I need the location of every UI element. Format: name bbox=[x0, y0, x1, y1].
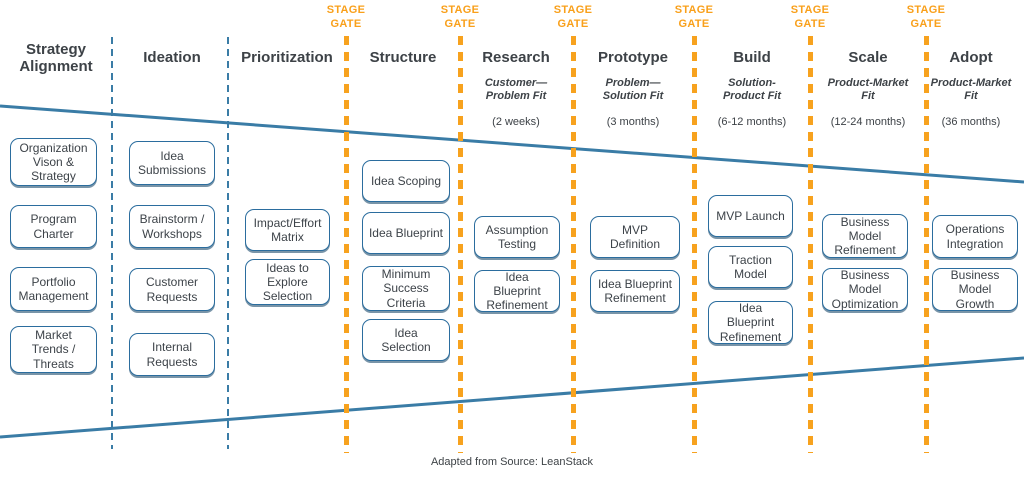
process-box: Organization Vison & Strategy bbox=[10, 138, 97, 186]
stage-gate-line bbox=[807, 36, 813, 453]
column-header-strategy-alignment: Strategy Alignment bbox=[0, 40, 112, 76]
column-duration: (12-24 months) bbox=[830, 116, 906, 128]
column-title: Scale bbox=[848, 49, 888, 67]
process-box: Assumption Testing bbox=[474, 216, 560, 258]
column-duration: (6-12 months) bbox=[717, 116, 787, 128]
process-box: Impact/Effort Matrix bbox=[245, 209, 330, 251]
column-title: Build bbox=[733, 49, 771, 67]
stage-gate-line bbox=[570, 36, 576, 453]
process-box: Idea Submissions bbox=[129, 141, 215, 185]
column-title: Prototype bbox=[597, 49, 668, 67]
process-box: Business Model Optimization bbox=[822, 268, 908, 311]
column-title: Prioritization bbox=[241, 49, 333, 67]
column-separator-line bbox=[227, 37, 229, 449]
stage-gate-line bbox=[457, 36, 463, 453]
process-box: MVP Launch bbox=[708, 195, 793, 237]
process-box: Operations Integration bbox=[932, 215, 1018, 258]
column-title: Strategy Alignment bbox=[19, 40, 93, 75]
process-box: MVP Definition bbox=[590, 216, 680, 258]
process-box: Ideas to Explore Selection bbox=[245, 259, 330, 305]
column-header-research: Research Customer—Problem Fit (2 weeks) bbox=[460, 40, 572, 128]
process-box: Idea Blueprint Refinement bbox=[590, 270, 680, 312]
stage-gate-line bbox=[343, 36, 349, 453]
column-header-prototype: Prototype Problem—Solution Fit (3 months… bbox=[577, 40, 689, 128]
process-box: Market Trends / Threats bbox=[10, 326, 97, 373]
column-title: Research bbox=[482, 49, 550, 67]
process-box: Customer Requests bbox=[129, 268, 215, 311]
process-box: Brainstorm / Workshops bbox=[129, 205, 215, 248]
column-subtitle: Customer—Problem Fit bbox=[484, 77, 548, 102]
process-box: Idea Selection bbox=[362, 319, 450, 361]
process-box: Idea Scoping bbox=[362, 160, 450, 202]
column-header-structure: Structure bbox=[347, 40, 459, 76]
process-box: Idea Blueprint bbox=[362, 212, 450, 254]
process-box: Program Charter bbox=[10, 205, 97, 248]
column-header-ideation: Ideation bbox=[116, 40, 228, 76]
process-box: Idea Blueprint Refinement bbox=[474, 270, 560, 312]
column-title: Structure bbox=[369, 49, 437, 67]
stage-gate-line bbox=[691, 36, 697, 453]
column-separator-line bbox=[111, 37, 113, 449]
process-box: Traction Model bbox=[708, 246, 793, 288]
source-caption: Adapted from Source: LeanStack bbox=[430, 456, 594, 468]
process-box: Idea Blueprint Refinement bbox=[708, 301, 793, 344]
process-box: Portfolio Management bbox=[10, 267, 97, 311]
column-duration: (36 months) bbox=[941, 116, 1001, 128]
column-title: Adopt bbox=[949, 49, 993, 67]
column-header-build: Build Solution-Product Fit (6-12 months) bbox=[696, 40, 808, 128]
process-box: Business Model Growth bbox=[932, 268, 1018, 311]
process-box: Business Model Refinement bbox=[822, 214, 908, 258]
column-subtitle: Problem—Solution Fit bbox=[602, 77, 664, 102]
process-box: Internal Requests bbox=[129, 333, 215, 376]
process-box: Minimum Success Criteria bbox=[362, 266, 450, 311]
column-header-prioritization: Prioritization bbox=[231, 40, 343, 76]
column-title: Ideation bbox=[143, 49, 201, 67]
stage-gate-line bbox=[923, 36, 929, 453]
column-duration: (3 months) bbox=[606, 116, 660, 128]
column-subtitle: Solution-Product Fit bbox=[722, 77, 782, 102]
column-duration: (2 weeks) bbox=[492, 116, 540, 128]
